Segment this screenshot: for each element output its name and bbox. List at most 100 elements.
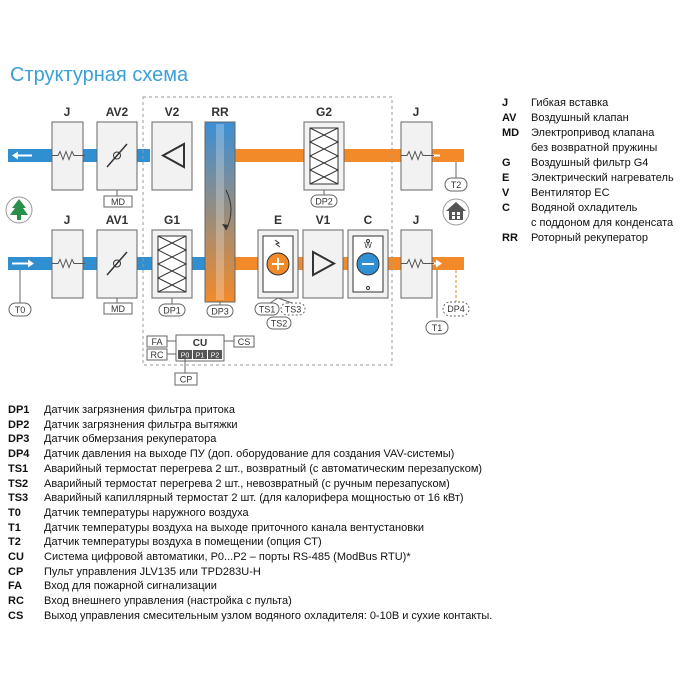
- legend-code: J: [502, 97, 509, 109]
- rc-label: RC: [151, 350, 164, 360]
- legend-description: Аварийный термостат перегрева 2 шт., нев…: [44, 477, 450, 490]
- rotary-recuperator-rr: RR: [204, 105, 236, 303]
- t2-sensor: [444, 177, 468, 192]
- t0-label: T0: [15, 305, 26, 315]
- legend-code: C: [502, 202, 510, 214]
- legend-code: [502, 141, 531, 156]
- flex-insert-top-left: J: [51, 105, 85, 191]
- legend-item: TS1 Аварийный термостат перегрева 2 шт., …: [8, 462, 492, 477]
- flex-insert-bottom-left: J: [51, 213, 85, 299]
- legend-description: Гибкая вставка: [531, 97, 609, 109]
- legend-code: CP: [8, 565, 24, 578]
- j-label: J: [64, 105, 71, 119]
- flex-insert-bottom-right: J: [400, 213, 434, 299]
- j-label: J: [413, 213, 420, 227]
- legend-description: Датчик температуры воздуха на выходе при…: [44, 521, 425, 534]
- legend-code: E: [502, 172, 510, 184]
- legend-code: [502, 216, 531, 231]
- legend-description: Воздушный клапан: [531, 112, 629, 124]
- p0-label: P0: [181, 353, 190, 360]
- flex-insert-top-right: J: [400, 105, 434, 191]
- p2-label: P2: [211, 353, 220, 360]
- legend-code: T1: [8, 521, 21, 534]
- filter-g1: G1 DP1: [151, 213, 193, 317]
- legend-description: Вход для пожарной сигнализации: [44, 580, 217, 593]
- water-cooler-c: W C: [347, 213, 389, 299]
- legend-item: CP Пульт управления JLV135 или TPD283U-H: [8, 565, 492, 580]
- legend-description: Датчик давления на выходе ПУ (доп. обору…: [44, 448, 455, 461]
- legend-code: RR: [502, 232, 518, 244]
- legend-item: T1 Датчик температуры воздуха на выходе п…: [8, 521, 492, 536]
- dp4-sensor: [442, 301, 470, 317]
- t1-sensor: [425, 320, 449, 335]
- legend-description: Водяной охладитель: [531, 202, 638, 214]
- air-valve-av2: AV2 MD: [96, 105, 138, 208]
- legend-description: Электропривод клапана: [531, 127, 655, 139]
- legend-description: Роторный рекуператор: [531, 232, 648, 244]
- legend-item: без возвратной пружины: [502, 141, 700, 156]
- t2-label: T2: [451, 180, 462, 190]
- legend-description: без возвратной пружины: [531, 142, 658, 154]
- legend-item: с поддоном для конденсата: [502, 216, 700, 231]
- v1-label: V1: [316, 213, 331, 227]
- legend-item: CS Выход управления смесительным узлом во…: [8, 609, 492, 624]
- legend-description: Пульт управления JLV135 или TPD283U-H: [44, 565, 261, 578]
- legend-code: CS: [8, 609, 24, 622]
- dp3-sensor: [206, 304, 234, 318]
- legend-description: Электрический нагреватель: [531, 172, 674, 184]
- legend-code: TS1: [8, 462, 29, 475]
- arrow-right-icon: [12, 259, 34, 268]
- legend-description: Аварийный термостат перегрева 2 шт., воз…: [44, 462, 483, 475]
- legend-code: DP4: [8, 448, 30, 461]
- ts3-sensor: [280, 302, 306, 316]
- md-bottom-label: MD: [111, 304, 125, 314]
- structural-diagram: J AV2 MD V2 RR G2 DP2 J: [5, 96, 470, 386]
- legend-item: FA Вход для пожарной сигнализации: [8, 579, 492, 594]
- legend-code: FA: [8, 580, 23, 593]
- page-title: Структурная схема: [10, 64, 189, 86]
- legend-code: V: [502, 187, 510, 199]
- legend-item: E Электрический нагреватель: [502, 171, 700, 186]
- t0-sensor: [8, 302, 32, 317]
- cp-label: CP: [180, 375, 193, 385]
- legend-description: Вентилятор EC: [531, 187, 610, 199]
- cs-label: CS: [238, 337, 251, 347]
- legend-item: J Гибкая вставка: [502, 96, 700, 111]
- dp2-label: DP2: [315, 197, 333, 207]
- ts1-sensor: [254, 302, 280, 316]
- legend-description: Аварийный капиллярный термостат 2 шт. (д…: [44, 492, 464, 505]
- c-label: C: [364, 213, 373, 227]
- electric-heater-e: E: [257, 213, 299, 299]
- e-label: E: [274, 213, 282, 227]
- legend-code: T2: [8, 536, 21, 549]
- c-w-label: W: [364, 241, 372, 250]
- house-icon: [442, 198, 470, 226]
- legend-description: Датчик температуры воздуха в помещении (…: [44, 536, 322, 549]
- air-valve-av1: AV1 MD: [96, 213, 138, 315]
- legend-item: TS3 Аварийный капиллярный термостат 2 шт.…: [8, 491, 492, 506]
- legend-code: TS3: [8, 492, 29, 505]
- legend-item: RR Роторный рекуператор: [502, 231, 700, 246]
- legend-code: CU: [8, 551, 24, 564]
- v2-label: V2: [165, 105, 180, 119]
- fan-v1: V1: [302, 213, 344, 299]
- fan-v2: V2: [151, 105, 193, 191]
- cu-label: CU: [193, 338, 207, 349]
- rr-label: RR: [211, 105, 229, 119]
- legend-code: DP3: [8, 433, 30, 446]
- md-top-label: MD: [111, 197, 125, 207]
- filter-g2: G2 DP2: [303, 105, 345, 208]
- legend-item: C Водяной охладитель: [502, 201, 700, 216]
- av1-label: AV1: [106, 213, 129, 227]
- legend-code: G: [502, 157, 511, 169]
- legend-description: Выход управления смесительным узлом водя…: [44, 609, 493, 622]
- arrow-left-icon: [12, 151, 32, 160]
- legend-description: Датчик температуры наружного воздуха: [44, 506, 249, 519]
- dp3-label: DP3: [211, 307, 229, 317]
